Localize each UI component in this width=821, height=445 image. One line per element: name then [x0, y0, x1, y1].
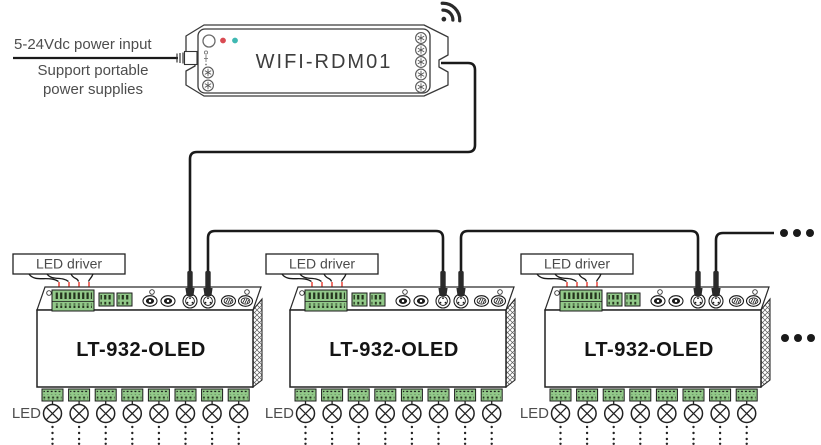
dc-jack-polarity-icon: [203, 50, 209, 66]
link-led: [232, 37, 238, 44]
power-input-label: 5-24Vdc power input: [14, 36, 152, 53]
power-note-line1: Support portable: [38, 62, 149, 79]
dmx-cable-controller-to-unit1: [188, 61, 477, 272]
setup-button: [202, 34, 216, 48]
power-led: [220, 37, 226, 44]
power-note-line2: power supplies: [43, 81, 143, 98]
continuation-dots-chain: [780, 229, 814, 237]
decoder-unit-3: [520, 254, 770, 445]
decoder-unit-1: [12, 254, 262, 445]
dmx-cable-unit1-to-unit2: [206, 229, 445, 272]
controller-face: [197, 28, 431, 94]
dmx-cable-unit3-continuation: [714, 231, 774, 272]
decoder-unit-2: [265, 254, 515, 445]
dc-plug-icon: [176, 50, 198, 66]
power-input-note: 5-24Vdc power input Support portable pow…: [13, 36, 178, 98]
controller-model-label: WIFI-RDM01: [256, 51, 393, 73]
wifi-icon: [440, 1, 462, 23]
dmx-cable-unit2-to-unit3: [459, 229, 700, 272]
wifi-controller: WIFI-RDM01: [176, 1, 462, 97]
continuation-dots-units: [781, 334, 815, 342]
